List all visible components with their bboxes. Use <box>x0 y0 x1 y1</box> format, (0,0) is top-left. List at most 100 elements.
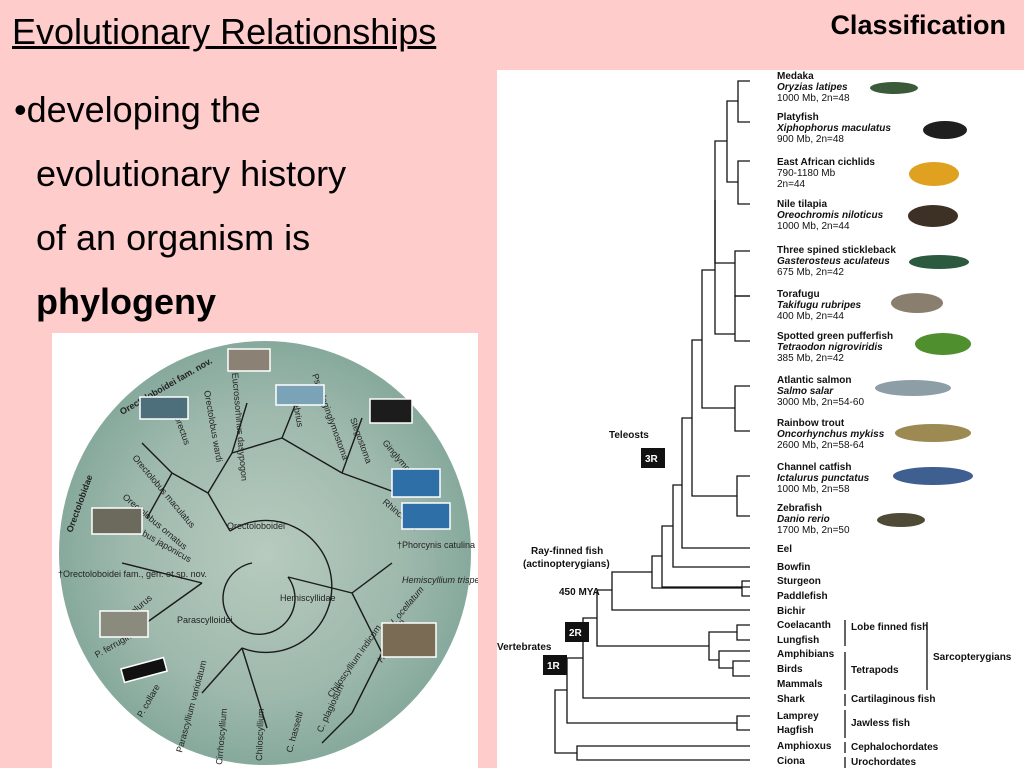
salmon-fish-image <box>875 380 951 396</box>
shark-photo <box>120 656 168 684</box>
shark-photo <box>275 384 325 406</box>
shark-photo <box>401 502 451 530</box>
node-3r-box <box>641 448 665 468</box>
shark-photo <box>139 396 189 420</box>
taxon-13: †Phorcynis catulina <box>397 540 475 550</box>
node-rayfinned-2: (actinopterygians) <box>523 559 610 570</box>
node-1r: 1R <box>547 661 561 672</box>
node-vertebrates: Vertebrates <box>497 642 552 653</box>
taxon-trout: Rainbow trout Oncorhynchus mykiss 2600 M… <box>777 418 885 451</box>
svg-text:Tetraodon nigroviridis: Tetraodon nigroviridis <box>777 342 883 353</box>
node-2r-box <box>565 622 589 642</box>
svg-text:Three spined stickleback: Three spined stickleback <box>777 245 896 256</box>
taxon-catfish: Channel catfish Ictalurus punctatus 1000… <box>777 462 870 495</box>
basal-ciona: Ciona <box>777 756 805 767</box>
node-450mya: 450 MYA <box>559 587 600 598</box>
svg-text:Ictalurus punctatus: Ictalurus punctatus <box>777 473 870 484</box>
trout-fish-image <box>895 424 971 442</box>
svg-text:3000 Mb, 2n=54-60: 3000 Mb, 2n=54-60 <box>777 397 864 408</box>
svg-text:Nile tilapia: Nile tilapia <box>777 199 827 210</box>
taxon-salmon: Atlantic salmon Salmo salar 3000 Mb, 2n=… <box>777 375 864 408</box>
zebrafish-fish-image <box>877 513 925 527</box>
group-brackets <box>844 620 928 768</box>
svg-text:Salmo salar: Salmo salar <box>777 386 834 397</box>
cichlid-fish-image <box>909 162 959 186</box>
svg-text:675 Mb, 2n=42: 675 Mb, 2n=42 <box>777 267 844 278</box>
group-jawless: Jawless fish <box>851 718 910 729</box>
svg-text:1700 Mb, 2n=50: 1700 Mb, 2n=50 <box>777 525 850 536</box>
group-sarcopterygians: Sarcopterygians <box>933 652 1012 663</box>
shark-photo <box>99 610 149 638</box>
bullet-line-1: •developing the <box>14 89 261 130</box>
bullet-line-2: evolutionary history <box>36 153 347 194</box>
shark-photo-thumbnails <box>91 348 451 684</box>
svg-text:1000 Mb, 2n=48: 1000 Mb, 2n=48 <box>777 93 850 104</box>
svg-text:Gasterosteus aculateus: Gasterosteus aculateus <box>777 256 890 267</box>
basal-shark: Shark <box>777 694 805 705</box>
circular-phylogeny-image: Orectoloboidei Hemiscyllidae Orectoloboi… <box>52 333 478 768</box>
platyfish-fish-image <box>923 121 967 139</box>
basal-lungfish: Lungfish <box>777 635 819 646</box>
group-tetrapods: Tetrapods <box>851 665 899 676</box>
taxon-stickleback: Three spined stickleback Gasterosteus ac… <box>777 245 896 278</box>
taxon-tilapia: Nile tilapia Oreochromis niloticus 1000 … <box>777 199 884 232</box>
svg-text:Spotted green pufferfish: Spotted green pufferfish <box>777 331 893 342</box>
shark-photo <box>227 348 271 372</box>
taxon-12: †Orectoloboidei fam., gen. et sp. nov. <box>58 569 207 579</box>
tilapia-fish-image <box>908 205 958 227</box>
node-1r-box <box>543 655 567 675</box>
node-teleosts: Teleosts <box>609 430 649 441</box>
taxon-14: Hemiscyllium trispeculare <box>402 575 478 585</box>
slide-corner-label: Classification <box>830 10 1006 40</box>
taxon-torafugu: Torafugu Takifugu rubripes 400 Mb, 2n=44 <box>777 289 862 322</box>
group-cartilaginous: Cartilaginous fish <box>851 694 935 705</box>
basal-eel: Eel <box>777 544 792 555</box>
taxon-platyfish: Platyfish Xiphophorus maculatus 900 Mb, … <box>776 112 891 145</box>
catfish-fish-image <box>893 467 973 485</box>
fish-tree-branches <box>554 80 750 761</box>
basal-hagfish: Hagfish <box>777 725 814 736</box>
svg-text:Danio rerio: Danio rerio <box>777 514 830 525</box>
taxon-24: Cirrhoscyllium <box>214 708 229 765</box>
svg-text:900 Mb, 2n=48: 900 Mb, 2n=48 <box>777 134 844 145</box>
fish-illustrations <box>870 82 973 527</box>
basal-amphioxus: Amphioxus <box>777 741 832 752</box>
svg-text:Xiphophorus maculatus: Xiphophorus maculatus <box>776 123 891 134</box>
svg-text:Platyfish: Platyfish <box>777 112 819 123</box>
svg-text:Oncorhynchus mykiss: Oncorhynchus mykiss <box>777 429 885 440</box>
svg-text:1000 Mb, 2n=44: 1000 Mb, 2n=44 <box>777 221 850 232</box>
svg-text:Oryzias latipes: Oryzias latipes <box>777 82 848 93</box>
svg-text:1000 Mb, 2n=58: 1000 Mb, 2n=58 <box>777 484 850 495</box>
node-3r: 3R <box>645 454 659 465</box>
shark-photo <box>369 398 413 424</box>
circular-tree-branches <box>121 387 413 744</box>
basal-amphibians: Amphibians <box>777 649 835 660</box>
basal-mammals: Mammals <box>777 679 823 690</box>
shark-photo <box>381 622 437 658</box>
center-label-1: Orectoloboidei <box>227 521 285 531</box>
basal-bichir: Bichir <box>777 606 805 617</box>
taxon-cichlids: East African cichlids 790-1180 Mb 2n=44 <box>777 157 875 190</box>
svg-text:2600 Mb, 2n=58-64: 2600 Mb, 2n=58-64 <box>777 440 864 451</box>
torafugu-fish-image <box>891 293 943 313</box>
svg-text:385 Mb, 2n=42: 385 Mb, 2n=42 <box>777 353 844 364</box>
taxon-25: Chiloscyllium <box>254 708 266 761</box>
basal-taxa-labels: Eel Bowfin Sturgeon Paddlefish Bichir Co… <box>777 544 835 767</box>
node-labels: Teleosts 3R Ray-finned fish (actinoptery… <box>497 430 665 675</box>
fish-phylogeny-image: Medaka Oryzias latipes 1000 Mb, 2n=48 Pl… <box>497 70 1024 768</box>
group-urochordates: Urochordates <box>851 757 916 768</box>
stickleback-fish-image <box>909 255 969 269</box>
svg-text:Medaka: Medaka <box>777 71 814 82</box>
svg-text:Takifugu rubripes: Takifugu rubripes <box>777 300 862 311</box>
node-2r: 2R <box>569 628 583 639</box>
fish-taxa-labels: Medaka Oryzias latipes 1000 Mb, 2n=48 Pl… <box>776 71 896 536</box>
svg-text:Torafugu: Torafugu <box>777 289 820 300</box>
group-label-3: Parascylloidei <box>177 615 233 625</box>
group-labels: Lobe finned fish Tetrapods Sarcopterygia… <box>851 622 1012 768</box>
basal-paddlefish: Paddlefish <box>777 591 828 602</box>
basal-birds: Birds <box>777 664 803 675</box>
svg-text:Atlantic salmon: Atlantic salmon <box>777 375 851 386</box>
node-rayfinned-1: Ray-finned fish <box>531 546 603 557</box>
center-label-2: Hemiscyllidae <box>280 593 336 603</box>
svg-text:2n=44: 2n=44 <box>777 179 806 190</box>
